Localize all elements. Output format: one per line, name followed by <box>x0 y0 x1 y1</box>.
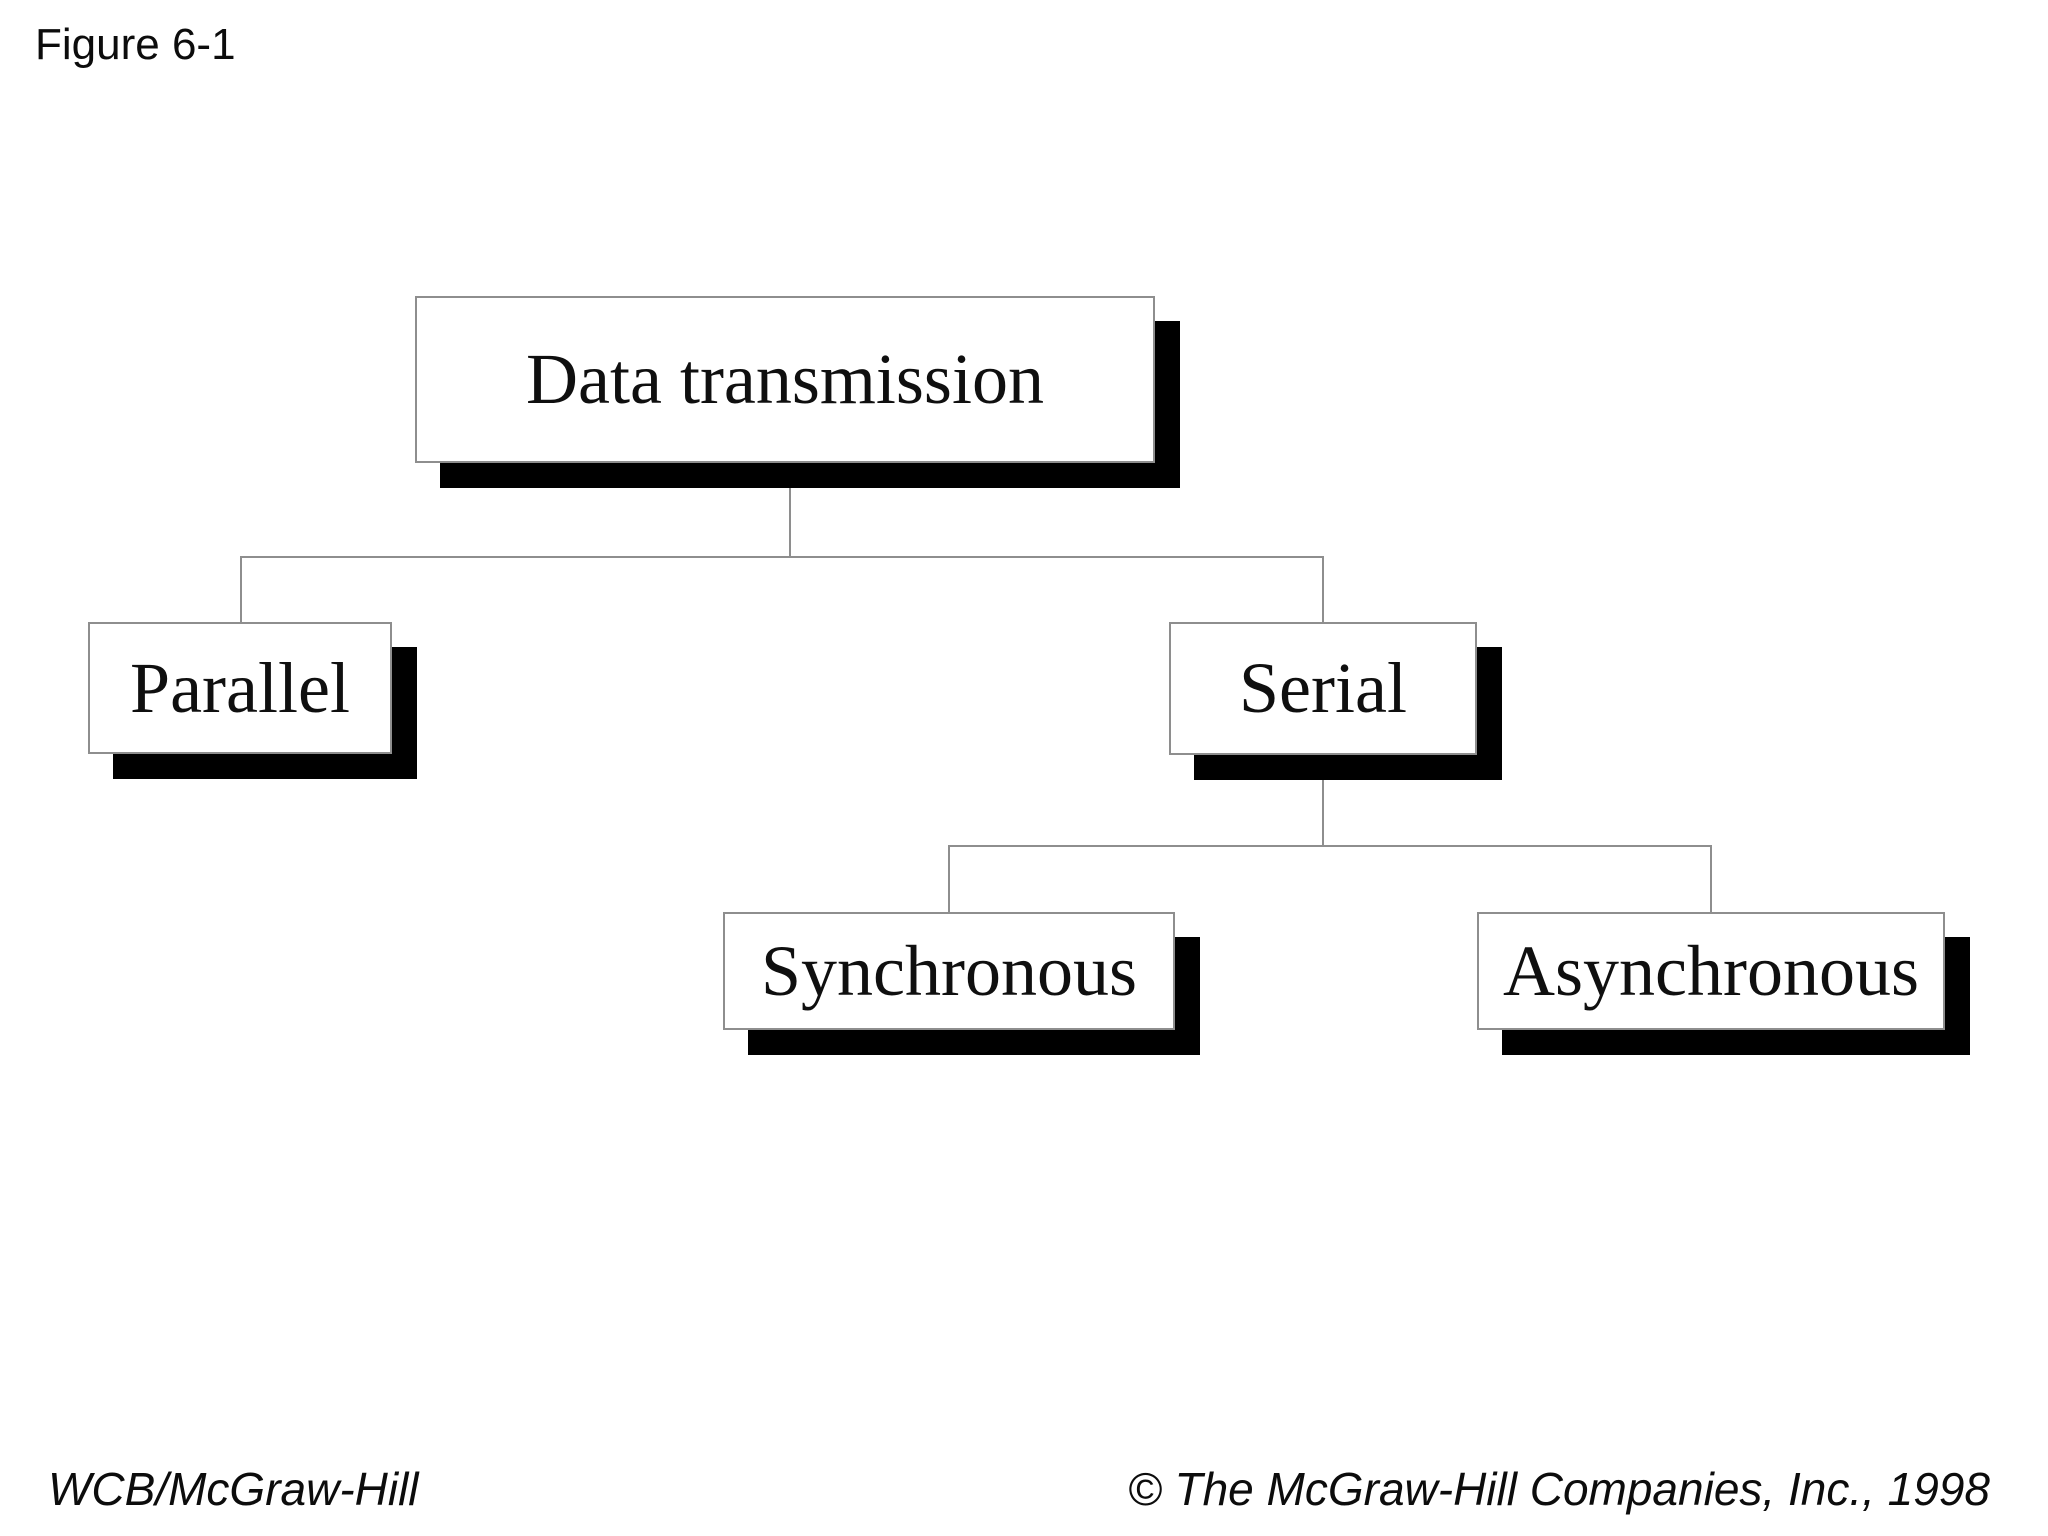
node-data-transmission-label: Data transmission <box>526 339 1044 419</box>
connector-asynchronous-drop <box>1710 845 1712 913</box>
publisher-credit: WCB/McGraw-Hill <box>48 1463 419 1515</box>
node-asynchronous-label: Asynchronous <box>1503 930 1919 1011</box>
connector-root-down <box>789 463 791 556</box>
figure-label: Figure 6-1 <box>35 20 236 69</box>
connector-parallel-drop <box>240 556 242 623</box>
connector-synchronous-drop <box>948 845 950 913</box>
node-serial: Serial <box>1169 622 1477 755</box>
node-asynchronous: Asynchronous <box>1477 912 1945 1030</box>
connector-level1-horizontal <box>240 556 1323 558</box>
node-data-transmission: Data transmission <box>415 296 1155 463</box>
node-serial-label: Serial <box>1239 648 1407 728</box>
node-synchronous-label: Synchronous <box>761 930 1137 1011</box>
copyright-notice: © The McGraw-Hill Companies, Inc., 1998 <box>1127 1463 1990 1515</box>
connector-serial-drop <box>1322 556 1324 623</box>
node-parallel-label: Parallel <box>130 647 350 728</box>
node-parallel: Parallel <box>88 622 392 754</box>
connector-level2-horizontal <box>948 845 1712 847</box>
node-synchronous: Synchronous <box>723 912 1175 1030</box>
connector-serial-down <box>1322 754 1324 846</box>
